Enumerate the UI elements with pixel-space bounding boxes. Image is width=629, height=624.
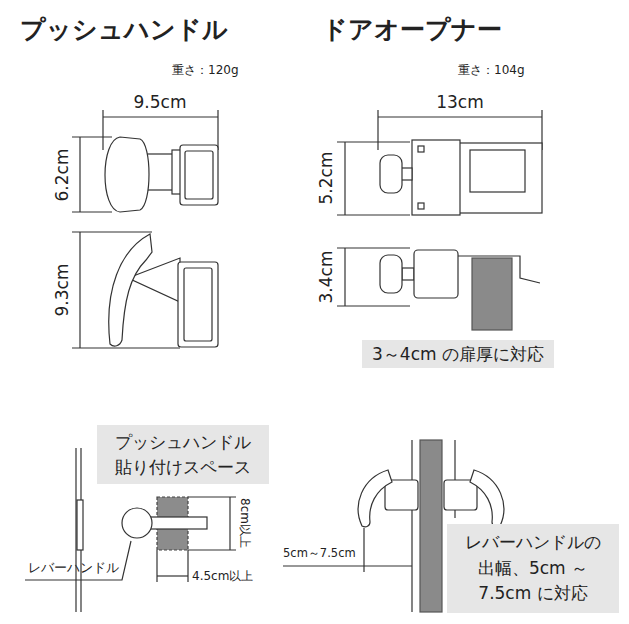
dimension: 13cm xyxy=(436,92,484,112)
push-handle-top xyxy=(72,110,218,212)
section-heading: ドアオープナー xyxy=(322,15,502,45)
note-text: レバーハンドルの 出幅、5cm ～ 7.5cm に対応 xyxy=(457,530,609,607)
section-heading: プッシュハンドル xyxy=(20,15,228,45)
note-box: 3～4cm の扉厚に対応 xyxy=(362,340,554,368)
note-box: レバーハンドルの 出幅、5cm ～ 7.5cm に対応 xyxy=(447,524,619,613)
push-handle-side xyxy=(72,232,218,348)
dimension: 9.3cm xyxy=(52,264,72,317)
door-opener-top xyxy=(337,110,542,215)
weight-note: 重さ：104g xyxy=(458,63,525,77)
dimension: 4.5cm以上 xyxy=(192,569,253,583)
dimension: 6.2cm xyxy=(52,149,72,202)
door-opener-side xyxy=(337,248,540,330)
weight-note: 重さ：120g xyxy=(172,63,239,77)
dimension: 5.2cm xyxy=(316,152,336,205)
note-text: 3～4cm の扉厚に対応 xyxy=(372,343,544,365)
note-text: プッシュハンドル 貼り付けスペース xyxy=(108,430,258,479)
dimension: 5cm～7.5cm xyxy=(283,547,356,561)
dimension: 8cm以上 xyxy=(238,498,252,548)
dimension: 9.5cm xyxy=(134,92,187,112)
note-box: プッシュハンドル 貼り付けスペース xyxy=(97,425,269,484)
part-label: レバーハンドル xyxy=(28,560,119,575)
dimension: 3.4cm xyxy=(316,251,336,304)
